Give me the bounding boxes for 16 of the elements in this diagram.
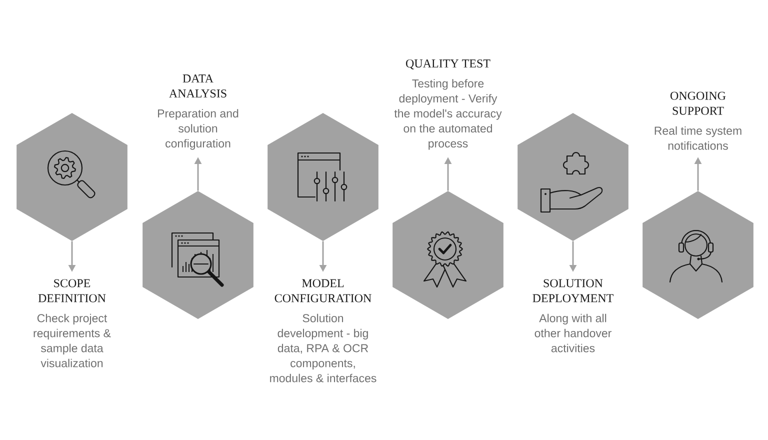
step-description: Preparation and solution configuration (158, 109, 238, 150)
step-title: MODEL CONFIGURATION (274, 279, 372, 302)
step-title: QUALITY TEST (406, 59, 490, 70)
step-description: Real time system notifications (654, 126, 742, 150)
hexagon (268, 113, 378, 241)
hexagon (16, 113, 128, 241)
hexagon (642, 191, 754, 319)
step-description: Along with all other handover activities (534, 314, 612, 352)
step-description: Check project requirements & sample data visualization (34, 314, 111, 368)
step-title: SCOPE DEFINITION (38, 279, 106, 302)
step-description: Solution development - big data, RPA & OCR components, modules & interfaces (270, 314, 376, 382)
step-description: Testing before deployment - Verify the model's accuracy on the automated process (394, 79, 502, 150)
step-title: ONGOING SUPPORT (670, 92, 726, 115)
step-title: DATA ANALYSIS (169, 74, 226, 98)
hexagon (518, 113, 628, 241)
step-title: SOLUTION DEPLOYMENT (532, 279, 614, 302)
